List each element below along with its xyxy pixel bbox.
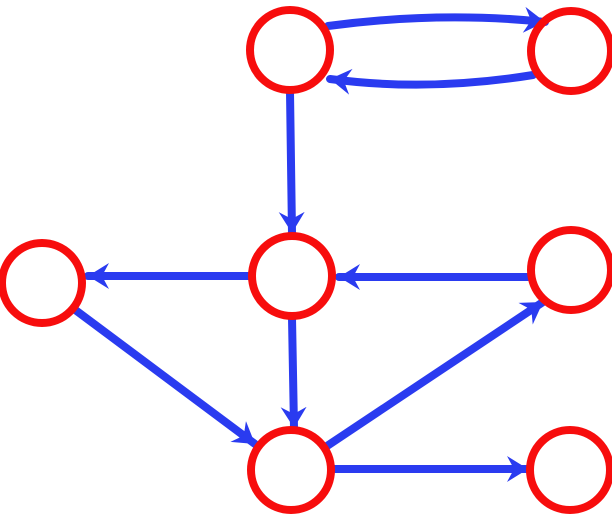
left-node [0, 239, 86, 327]
right-node [527, 226, 612, 314]
top-right-node [527, 7, 612, 95]
edge-n4-n6 [70, 305, 259, 448]
edge-n1-n3 [278, 88, 305, 237]
edge-n6-n5 [323, 298, 547, 450]
center-node [248, 232, 336, 320]
edges-layer [70, 6, 549, 482]
bottom-right-node [526, 426, 612, 514]
bottom-middle-node [247, 426, 335, 514]
nodes-layer [0, 6, 612, 514]
edge-n3-n6 [280, 314, 307, 432]
top-middle-node [246, 6, 334, 94]
edge-n1-n2 [324, 6, 549, 33]
edge-n2-n1 [326, 68, 537, 95]
